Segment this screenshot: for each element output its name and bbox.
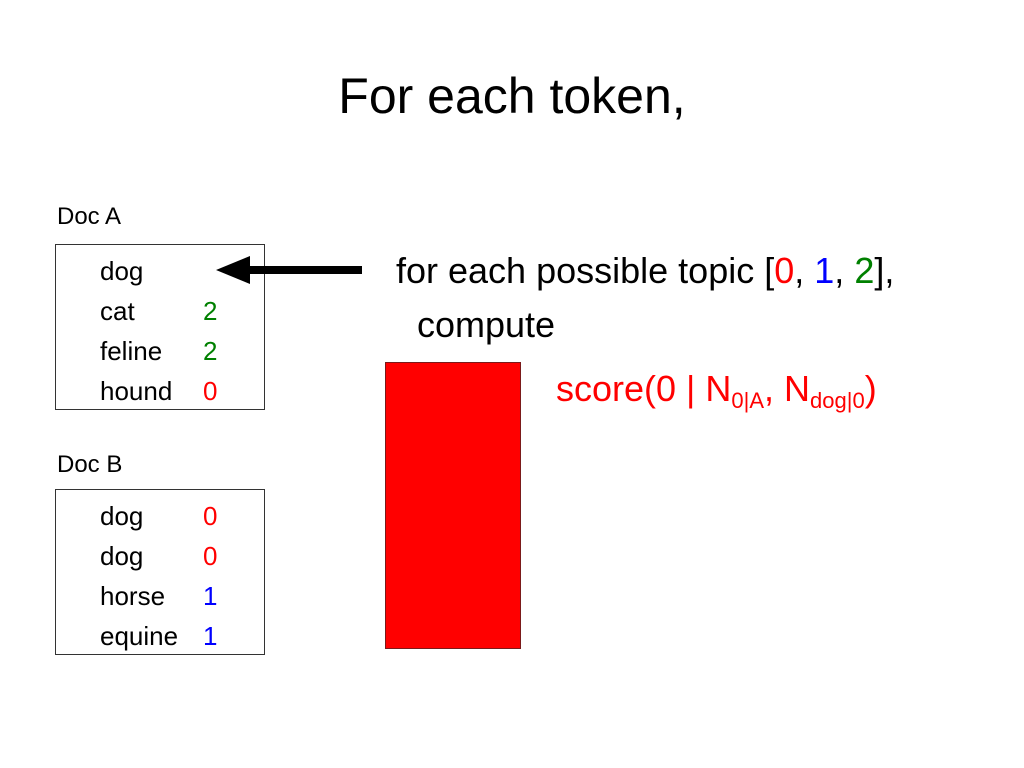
token-topic: 0 [203, 541, 218, 571]
token-topic: 0 [203, 376, 218, 406]
list-item: dog 0 [100, 496, 260, 536]
topic-0-value: 0 [774, 250, 795, 291]
left-arrow-icon [216, 256, 362, 284]
token-word: dog [100, 501, 144, 531]
list-item: dog 0 [100, 536, 260, 576]
token-word: hound [100, 376, 173, 406]
score-prefix: score(0 | N [556, 368, 732, 409]
score-subscript-doc: 0|A [731, 388, 765, 413]
instruction-text: for each possible topic [0, 1, 2], [396, 246, 894, 296]
list-item: feline 2 [100, 331, 260, 371]
instruction-compute: compute [417, 304, 556, 345]
list-item: cat 2 [100, 291, 260, 331]
instruction-suffix: ], [874, 250, 895, 291]
score-suffix: ) [864, 368, 877, 409]
doc-a-box: dog cat 2 feline 2 hound 0 [55, 244, 265, 410]
token-topic: 0 [203, 501, 218, 531]
token-word: cat [100, 296, 135, 326]
token-topic: 2 [203, 336, 218, 366]
score-subscript-word: dog|0 [810, 388, 865, 413]
instruction-separator: , [834, 250, 855, 291]
token-word: horse [100, 581, 166, 611]
score-formula: score(0 | N0|A, Ndog|0) [556, 364, 877, 414]
instruction-prefix: for each possible topic [ [396, 250, 775, 291]
doc-b-label: Doc B [57, 451, 123, 478]
doc-a-label: Doc A [57, 203, 122, 230]
list-item: dog [100, 251, 260, 291]
topic-1-value: 1 [814, 250, 835, 291]
topic-0-score-bar [385, 362, 521, 649]
token-word: feline [100, 336, 163, 366]
token-word: dog [100, 256, 144, 286]
instruction-separator: , [794, 250, 815, 291]
token-topic: 2 [203, 296, 218, 326]
score-middle: , N [764, 368, 811, 409]
list-item: equine 1 [100, 616, 260, 656]
slide-title: For each token, [338, 68, 686, 124]
list-item: horse 1 [100, 576, 260, 616]
doc-b-box: dog 0 dog 0 horse 1 equine 1 [55, 489, 265, 655]
topic-2-value: 2 [854, 250, 875, 291]
token-topic: 1 [203, 621, 218, 651]
token-word: dog [100, 541, 144, 571]
token-topic: 1 [203, 581, 218, 611]
token-word: equine [100, 621, 179, 651]
list-item: hound 0 [100, 371, 260, 411]
